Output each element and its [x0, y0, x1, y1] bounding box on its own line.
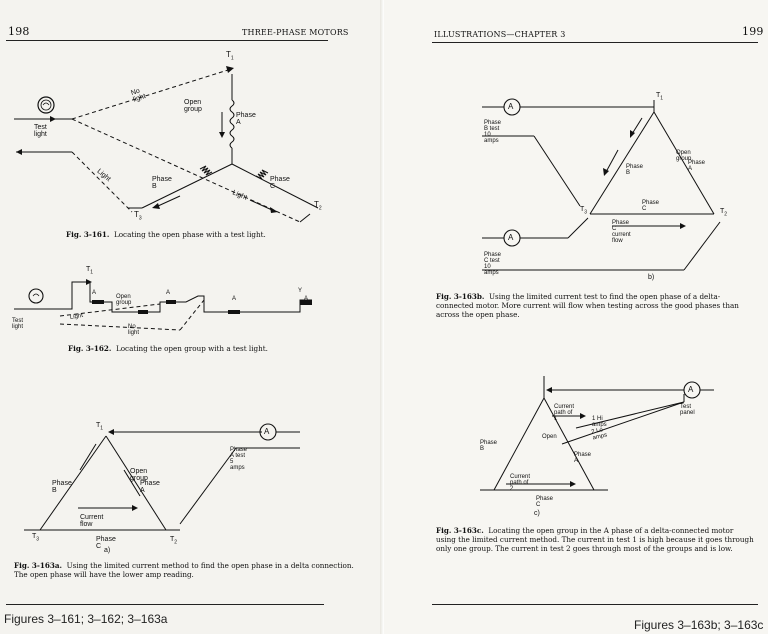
figure-3-163a-diagram — [24, 423, 300, 531]
footer-rule-right — [432, 604, 758, 605]
terminal-t1-163a: T1 — [96, 422, 104, 432]
phase-a-label: Phase A — [236, 112, 256, 126]
figure-3-161-diagram — [14, 66, 319, 223]
hi-amps-label: 1 Hi amps — [592, 416, 607, 428]
current-path-1-label: Current path of 1 — [554, 404, 575, 422]
phase-b-label: Phase B — [152, 176, 172, 190]
subfigure-label-a: a) — [104, 547, 111, 554]
terminal-t3-163b: T3 — [580, 206, 588, 216]
ammeter-icon-c: A — [688, 385, 694, 394]
test-panel-label: Test panel — [680, 404, 695, 416]
open-group-label-4: Open group — [676, 150, 692, 162]
open-group-label-2: Open group — [116, 294, 132, 306]
figure-3-162-diagram — [14, 279, 312, 331]
a-label-1: A — [92, 290, 97, 296]
phase-c-current-flow-label: Phase C current flow — [612, 220, 631, 244]
open-group-label-3: Open group — [130, 468, 148, 482]
subfigure-label-c: c) — [534, 510, 540, 517]
terminal-t1: T1 — [226, 50, 234, 62]
footer-rule — [6, 604, 324, 605]
phase-c-label: Phase C — [270, 176, 290, 190]
subfigure-label-b: b) — [648, 274, 655, 281]
terminal-t2-163a: T2 — [170, 536, 178, 546]
figure-3-163a-caption: Fig. 3-163a. Using the limited current m… — [14, 561, 354, 579]
terminal-t2-163b: T2 — [720, 208, 728, 218]
terminal-t1-fig162: T1 — [86, 266, 94, 276]
page-number: 198 — [8, 25, 30, 38]
test-light-bulb-icon-2 — [28, 288, 44, 304]
phase-c-test-label: Phase C test 10 amps — [484, 252, 502, 276]
phase-b-label-3: Phase B — [626, 164, 644, 176]
ammeter-icon-b1: A — [508, 102, 514, 111]
phase-a-label-4: Phase A — [574, 452, 592, 464]
right-page: ILLUSTRATIONS—CHAPTER 3 199 — [384, 0, 768, 634]
figure-3-163b-caption: Fig. 3-163b. Using the limited current t… — [436, 292, 739, 319]
header-rule — [6, 40, 328, 41]
current-path-2-label: Current path of 2 — [510, 474, 531, 492]
open-label: Open — [542, 434, 557, 440]
terminal-t3: T3 — [134, 210, 142, 222]
figure-3-163b-diagram — [482, 98, 721, 271]
footer-caption-right: Figures 3–163b; 3–163c — [634, 618, 764, 632]
phase-b-label-4: Phase B — [480, 440, 498, 452]
header-rule-right — [432, 42, 758, 43]
figure-3-163c-caption: Fig. 3-163c. Locating the open group in … — [436, 526, 754, 553]
figure-3-163c-diagram — [480, 376, 714, 491]
terminal-t1-163b: T1 — [656, 92, 664, 102]
phase-a-test-label: Phase A test 5 amps — [230, 447, 248, 471]
figure-3-162-caption: Fig. 3-162. Locating the open group with… — [68, 344, 268, 353]
terminal-t2: T2 — [314, 200, 322, 212]
footer-caption: Figures 3–161; 3–162; 3–163a — [4, 612, 168, 626]
test-light-label-2: Test light — [12, 318, 24, 330]
no-light-label-2: No light — [128, 324, 140, 336]
ammeter-icon: A — [264, 427, 270, 436]
y-label: Y — [298, 288, 303, 294]
phase-c-label-3: Phase C — [642, 200, 660, 212]
a-label-3: A — [232, 296, 237, 302]
ammeter-icon-b2: A — [508, 233, 514, 242]
current-flow-label: Current flow — [80, 514, 104, 528]
phase-c-label-4: Phase C — [536, 496, 554, 508]
open-group-label: Open group — [184, 99, 202, 113]
phase-b-label-2: Phase B — [52, 480, 72, 494]
test-light-bulb-icon — [37, 96, 55, 114]
phase-b-test-label: Phase B test 10 amps — [484, 120, 502, 144]
left-page: 198 THREE-PHASE MOTORS — [0, 0, 384, 634]
terminal-t3-163a: T3 — [32, 533, 40, 543]
test-light-label: Test light — [34, 124, 47, 138]
phase-c-label-2: Phase C — [96, 536, 116, 550]
phase-a-label-2: Phase A — [140, 480, 160, 494]
running-head-right: ILLUSTRATIONS—CHAPTER 3 — [434, 30, 566, 39]
phase-a-label-3: Phase A — [688, 160, 706, 172]
a-label-4: A — [304, 296, 309, 302]
figure-3-161-caption: Fig. 3-161. Locating the open phase with… — [66, 230, 266, 239]
a-label-2: A — [166, 290, 171, 296]
page-number-right: 199 — [742, 25, 764, 38]
running-head: THREE-PHASE MOTORS — [242, 28, 349, 37]
